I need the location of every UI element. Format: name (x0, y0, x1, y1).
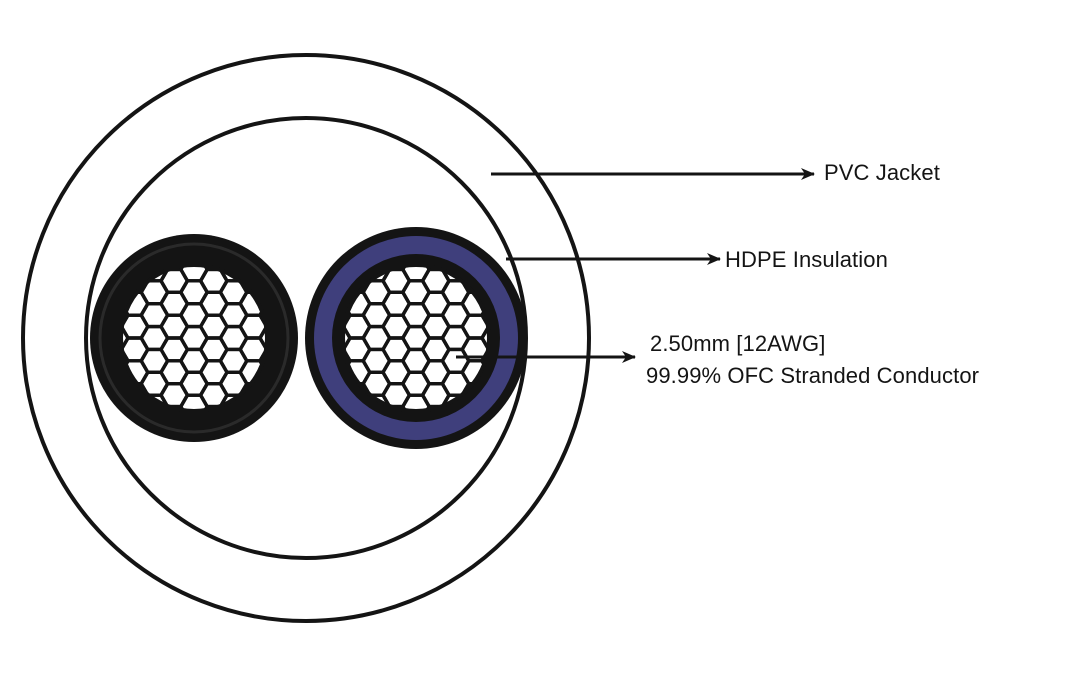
conductor-strand (258, 347, 267, 374)
left-conductor (121, 265, 267, 411)
conductor-strand (480, 347, 489, 374)
right-conductor-edge (341, 263, 491, 413)
conductor-size-label: 2.50mm [12AWG] (650, 331, 826, 356)
conductor-strand (258, 324, 267, 352)
pvc-jacket-label: PVC Jacket (824, 160, 940, 185)
right-conductor (343, 265, 489, 411)
left-core-insulation-ring (98, 242, 290, 434)
conductor-strand (480, 302, 489, 329)
conductor-strand (258, 302, 267, 329)
left-conductor-edge (119, 263, 269, 413)
conductor-strand (480, 324, 489, 352)
conductor-material-label: 99.99% OFC Stranded Conductor (646, 363, 980, 388)
hdpe-insulation-label: HDPE Insulation (725, 247, 888, 272)
